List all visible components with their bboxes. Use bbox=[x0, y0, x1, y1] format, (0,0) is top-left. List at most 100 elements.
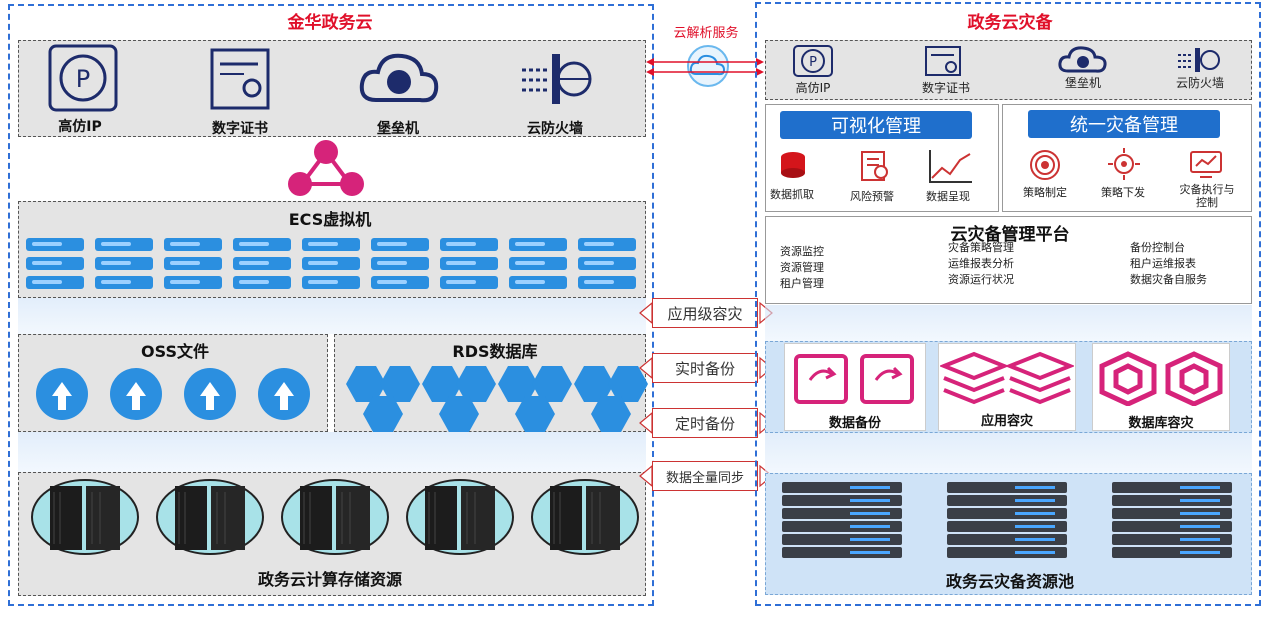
right-security-panel bbox=[765, 40, 1252, 100]
unified-item-execute: 灾备执行与控制 bbox=[1179, 183, 1235, 209]
right-region bbox=[755, 2, 1261, 606]
rack-unit-icon bbox=[782, 534, 902, 545]
left-security-panel bbox=[18, 40, 646, 137]
viz-item-alert: 风险预警 bbox=[850, 190, 894, 203]
network-node-icon bbox=[284, 138, 368, 200]
platform-item: 租户管理 bbox=[780, 277, 824, 290]
server-block-icon bbox=[233, 276, 291, 289]
rack-unit-icon bbox=[947, 521, 1067, 532]
viz-management-title: 可视化管理 bbox=[780, 111, 972, 139]
server-block-icon bbox=[578, 238, 636, 251]
gear-burst-icon bbox=[1106, 146, 1142, 182]
server-block-icon bbox=[95, 276, 153, 289]
risk-alert-icon bbox=[858, 150, 890, 182]
server-block-icon bbox=[578, 257, 636, 270]
unified-item-define: 策略制定 bbox=[1023, 186, 1067, 199]
p-badge-icon: P bbox=[791, 44, 835, 78]
viz-item-present: 数据呈现 bbox=[926, 190, 970, 203]
firewall-globe-icon bbox=[518, 50, 594, 108]
server-block-icon bbox=[509, 276, 567, 289]
server-cabinet-icon bbox=[30, 478, 140, 556]
monitor-control-icon bbox=[1188, 146, 1224, 180]
tag-realtime-backup: 实时备份 bbox=[652, 353, 758, 383]
server-block-icon bbox=[164, 276, 222, 289]
platform-service-connector bbox=[765, 305, 1252, 341]
platform-item: 备份控制台 bbox=[1130, 241, 1185, 254]
right-icon-label-ip: 高仿IP bbox=[795, 81, 831, 95]
service-label-db: 数据库容灾 bbox=[1128, 416, 1194, 431]
rack-unit-icon bbox=[782, 508, 902, 519]
server-block-icon bbox=[302, 238, 360, 251]
server-block-icon bbox=[95, 257, 153, 270]
viz-item-capture: 数据抓取 bbox=[770, 188, 814, 201]
platform-col-1: 资源监控 资源管理 租户管理 bbox=[780, 244, 900, 292]
server-block-icon bbox=[26, 276, 84, 289]
platform-item: 资源管理 bbox=[780, 261, 824, 274]
hexagon-icon bbox=[515, 396, 555, 432]
server-block-icon bbox=[371, 257, 429, 270]
server-block-icon bbox=[440, 276, 498, 289]
right-icon-label-cert: 数字证书 bbox=[921, 81, 970, 95]
oss-label: OSS文件 bbox=[141, 342, 209, 361]
left-icon-label-bastion: 堡垒机 bbox=[377, 121, 419, 137]
certificate-icon bbox=[208, 46, 274, 112]
left-icon-label-firewall: 云防火墙 bbox=[527, 121, 583, 137]
server-block-icon bbox=[578, 276, 636, 289]
svg-text:P: P bbox=[76, 65, 90, 93]
resource-pool-label: 政务云灾备资源池 bbox=[945, 572, 1074, 591]
hex-cube-icon bbox=[1094, 350, 1228, 407]
server-block-icon bbox=[440, 257, 498, 270]
platform-col-2: 灾备策略管理 运维报表分析 资源运行状况 bbox=[948, 240, 1078, 288]
rds-label: RDS数据库 bbox=[452, 342, 538, 361]
ecs-oss-connector bbox=[18, 298, 646, 334]
server-block-icon bbox=[440, 238, 498, 251]
server-cabinet-icon bbox=[530, 478, 640, 556]
rack-unit-icon bbox=[782, 482, 902, 493]
right-region-title: 政务云灾备 bbox=[967, 13, 1053, 33]
platform-title: 云灾备管理平台 bbox=[950, 225, 1070, 245]
platform-item: 灾备策略管理 bbox=[948, 241, 1014, 254]
rack-unit-icon bbox=[947, 508, 1067, 519]
right-icon-label-bastion: 堡垒机 bbox=[1064, 76, 1101, 90]
cloud-gear-icon bbox=[1058, 44, 1108, 76]
rack-unit-icon bbox=[782, 521, 902, 532]
rack-unit-icon bbox=[1112, 508, 1232, 519]
server-block-icon bbox=[509, 238, 567, 251]
rack-unit-icon bbox=[1112, 547, 1232, 558]
server-block-icon bbox=[26, 238, 84, 251]
viz-management-box bbox=[765, 104, 999, 212]
server-cabinet-icon bbox=[405, 478, 515, 556]
server-block-icon bbox=[164, 257, 222, 270]
server-block-icon bbox=[371, 276, 429, 289]
p-badge-icon: P bbox=[44, 44, 122, 114]
server-block-icon bbox=[164, 238, 222, 251]
oss-cloud-upload-icons bbox=[22, 364, 322, 422]
rack-unit-icon bbox=[1112, 495, 1232, 506]
database-stack-icon bbox=[778, 150, 808, 180]
rack-unit-icon bbox=[947, 534, 1067, 545]
sync-arrows bbox=[638, 290, 774, 500]
rack-unit-icon bbox=[1112, 482, 1232, 493]
svg-text:P: P bbox=[809, 55, 817, 70]
tag-scheduled-backup: 定时备份 bbox=[652, 408, 758, 438]
server-block-icon bbox=[95, 238, 153, 251]
server-block-icon bbox=[371, 238, 429, 251]
platform-item: 资源运行状况 bbox=[948, 273, 1014, 286]
unified-management-title: 统一灾备管理 bbox=[1028, 110, 1220, 138]
compute-label: 政务云计算存储资源 bbox=[257, 570, 402, 589]
service-label-app: 应用容灾 bbox=[980, 414, 1033, 429]
platform-box bbox=[765, 216, 1252, 304]
service-label-backup: 数据备份 bbox=[828, 416, 881, 431]
dns-service-label: 云解析服务 bbox=[673, 26, 739, 41]
target-icon bbox=[1028, 148, 1062, 182]
rack-unit-icon bbox=[947, 495, 1067, 506]
platform-item: 资源监控 bbox=[780, 245, 824, 258]
platform-col-3: 备份控制台 租户运维报表 数据灾备自服务 bbox=[1130, 240, 1250, 288]
unified-management-box bbox=[1002, 104, 1252, 212]
cloud-gear-icon bbox=[358, 46, 440, 112]
server-block-icon bbox=[233, 238, 291, 251]
rack-unit-icon bbox=[782, 547, 902, 558]
server-block-icon bbox=[509, 257, 567, 270]
server-block-icon bbox=[233, 257, 291, 270]
tag-app-disaster: 应用级容灾 bbox=[652, 298, 758, 328]
